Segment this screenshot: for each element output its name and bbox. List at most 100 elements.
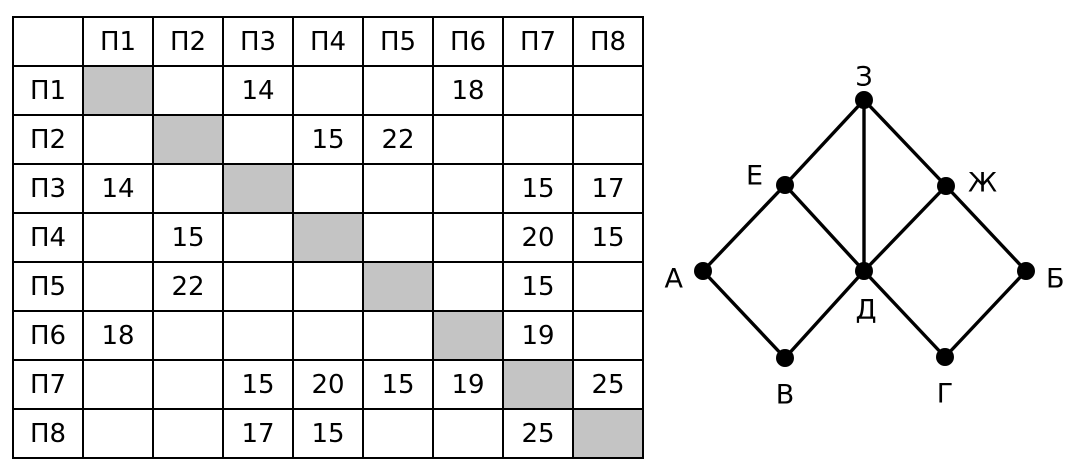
matrix-cell-П7-П8: 25 [572, 359, 644, 410]
matrix-cell-П5-П7: 15 [502, 261, 574, 312]
graph-edge-В-Д [783, 269, 866, 360]
graph-edge-Д-Г [862, 269, 947, 359]
matrix-cell-П7-П6: 19 [432, 359, 504, 410]
graph-node-А [694, 262, 712, 280]
matrix-cell-П3-П5 [362, 163, 434, 214]
graph-node-label-Е: Е [746, 161, 763, 192]
matrix-cell-П4-П5 [362, 212, 434, 263]
matrix-cell-П2-П7 [502, 114, 574, 165]
matrix-cell-П1-П6: 18 [432, 65, 504, 116]
matrix-diagonal-cell-П3 [222, 163, 294, 214]
matrix-row-header-П1: П1 [12, 65, 84, 116]
graph-node-label-Д: Д [855, 295, 876, 326]
matrix-cell-П7-П3: 15 [222, 359, 294, 410]
matrix-cell-П4-П6 [432, 212, 504, 263]
matrix-diagonal-cell-П6 [432, 310, 504, 361]
matrix-cell-П2-П4: 15 [292, 114, 364, 165]
matrix-cell-П1-П3: 14 [222, 65, 294, 116]
graph-edge-Е-Д [783, 183, 866, 273]
matrix-cell-П3-П4 [292, 163, 364, 214]
matrix-cell-П3-П6 [432, 163, 504, 214]
matrix-row-header-П7: П7 [12, 359, 84, 410]
matrix-cell-П2-П5: 22 [362, 114, 434, 165]
matrix-cell-П6-П5 [362, 310, 434, 361]
matrix-row-header-П3: П3 [12, 163, 84, 214]
graph-edge-Г-Б [943, 269, 1028, 359]
matrix-cell-П7-П2 [152, 359, 224, 410]
matrix-cell-П3-П7: 15 [502, 163, 574, 214]
matrix-diagonal-cell-П7 [502, 359, 574, 410]
graph-node-Б [1017, 262, 1035, 280]
graph-node-label-В: В [776, 380, 795, 411]
matrix-column-header-П7: П7 [502, 16, 574, 67]
matrix-cell-П5-П8 [572, 261, 644, 312]
matrix-cell-П4-П1 [82, 212, 154, 263]
matrix-cell-П1-П8 [572, 65, 644, 116]
graph-edge-З-Е [783, 98, 866, 187]
graph-node-label-Ж: Ж [968, 168, 997, 199]
matrix-cell-П5-П4 [292, 261, 364, 312]
matrix-cell-П6-П3 [222, 310, 294, 361]
table-row: П1 14 18 [12, 65, 644, 116]
graph-edges-group [701, 98, 1028, 360]
graph-nodes-group [694, 91, 1035, 367]
matrix-cell-П2-П1 [82, 114, 154, 165]
matrix-cell-П1-П5 [362, 65, 434, 116]
matrix-cell-П2-П8 [572, 114, 644, 165]
matrix-cell-П7-П1 [82, 359, 154, 410]
matrix-cell-П5-П2: 22 [152, 261, 224, 312]
graph-node-В [776, 349, 794, 367]
graph-node-Е [776, 176, 794, 194]
graph-edge-Е-А [701, 183, 787, 273]
graph-edge-А-В [701, 269, 787, 360]
matrix-cell-П6-П2 [152, 310, 224, 361]
graph-diagram-svg: З Е Ж А Д Б В Г [665, 62, 1065, 411]
matrix-row-header-П2: П2 [12, 114, 84, 165]
matrix-cell-П2-П6 [432, 114, 504, 165]
matrix-cell-П6-П1: 18 [82, 310, 154, 361]
graph-node-label-Б: Б [1046, 264, 1065, 295]
graph-node-label-А: А [665, 264, 684, 295]
matrix-cell-П4-П3 [222, 212, 294, 263]
matrix-cell-П6-П4 [292, 310, 364, 361]
matrix-cell-П1-П7 [502, 65, 574, 116]
matrix-cell-П6-П7: 19 [502, 310, 574, 361]
matrix-row-header-П6: П6 [12, 310, 84, 361]
matrix-cell-П3-П1: 14 [82, 163, 154, 214]
graph-node-З [855, 91, 873, 109]
matrix-cell-П2-П3 [222, 114, 294, 165]
matrix-cell-П6-П8 [572, 310, 644, 361]
matrix-diagonal-cell-П2 [152, 114, 224, 165]
matrix-cell-П5-П3 [222, 261, 294, 312]
matrix-column-header-П3: П3 [222, 16, 294, 67]
graph-edge-Ж-Б [944, 184, 1028, 273]
matrix-cell-П8-П4: 15 [292, 408, 364, 459]
graph-node-label-З: З [855, 62, 872, 93]
matrix-cell-П1-П4 [292, 65, 364, 116]
graph-node-label-Г: Г [937, 379, 953, 410]
graph-labels-group: З Е Ж А Д Б В Г [665, 62, 1065, 411]
graph-edge-З-Ж [862, 98, 948, 188]
matrix-cell-П1-П2 [152, 65, 224, 116]
matrix-cell-П7-П4: 20 [292, 359, 364, 410]
graph-node-Ж [937, 177, 955, 195]
matrix-column-header-П4: П4 [292, 16, 364, 67]
matrix-diagonal-cell-П5 [362, 261, 434, 312]
matrix-diagonal-cell-П1 [82, 65, 154, 116]
matrix-column-header-П8: П8 [572, 16, 644, 67]
matrix-cell-П4-П7: 20 [502, 212, 574, 263]
graph-diagram-container: З Е Ж А Д Б В Г [650, 30, 1070, 430]
matrix-cell-П3-П8: 17 [572, 163, 644, 214]
matrix-column-header-П2: П2 [152, 16, 224, 67]
graph-edge-Ж-Д [862, 184, 948, 273]
